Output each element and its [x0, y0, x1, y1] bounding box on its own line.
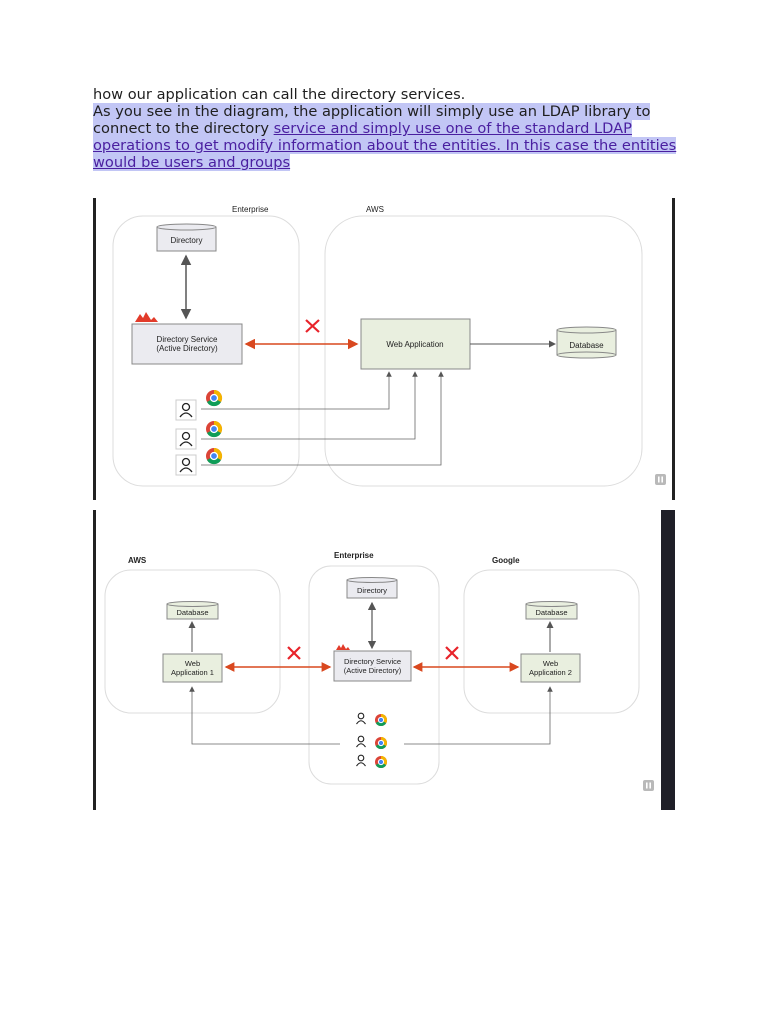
- ad-logo-icon: [135, 312, 158, 322]
- google-zone: [463, 569, 640, 714]
- user-row-1: [356, 712, 388, 727]
- diagram-screenshot-1: Enterprise AWS Directory Directory Servi…: [93, 198, 675, 500]
- chrome-icon: [375, 737, 388, 750]
- webapp1-label-1: Web: [185, 659, 200, 668]
- web-application-2-box: Web Application 2: [520, 653, 581, 683]
- directory-service-box: Directory Service (Active Directory): [333, 650, 412, 682]
- aws-zone: [104, 569, 281, 714]
- ds-label-1: Directory Service: [157, 335, 218, 344]
- left-database-label: Database: [176, 608, 208, 617]
- right-database-label: Database: [535, 608, 567, 617]
- intro-line: how our application can call the directo…: [93, 86, 466, 103]
- enterprise-label: Enterprise: [334, 551, 374, 560]
- aws-label: AWS: [366, 205, 384, 214]
- user-icon: [357, 712, 365, 720]
- webapp2-label-1: Web: [543, 659, 558, 668]
- enterprise-zone: [308, 565, 440, 785]
- web-application-box: Web Application: [360, 318, 471, 370]
- ds-label-2: (Active Directory): [344, 666, 402, 675]
- directory-db: Directory: [346, 577, 398, 599]
- directory-label: Directory: [170, 236, 202, 245]
- user1-connector: [201, 371, 392, 410]
- user3-connector: [201, 371, 444, 466]
- webapp1-label-2: Application 1: [171, 668, 214, 677]
- user-icon: [357, 735, 365, 743]
- ad-logo-icon: [336, 644, 350, 650]
- blocked-cross-icon-right: [445, 646, 459, 660]
- left-edge-bar: [93, 198, 96, 500]
- enterprise-zone: [112, 215, 300, 487]
- user2-connector: [201, 371, 418, 440]
- chrome-icon: [206, 420, 223, 438]
- users-to-webapp1: [189, 686, 340, 745]
- paragraph: As you see in the diagram, the applicati…: [93, 103, 683, 171]
- web-application-1-box: Web Application 1: [162, 653, 223, 683]
- user-icon: [181, 457, 191, 467]
- user-icon: [357, 754, 365, 762]
- chrome-icon: [375, 714, 388, 727]
- right-dark-bar: [661, 510, 675, 810]
- chrome-icon: [206, 389, 223, 407]
- user-icon: [181, 402, 191, 412]
- aws-zone: [324, 215, 643, 487]
- user-row-3: [356, 754, 388, 769]
- video-control-icon[interactable]: [643, 780, 654, 791]
- video-control-icon[interactable]: [655, 474, 666, 485]
- directory-service-box: Directory Service (Active Directory): [131, 323, 243, 365]
- blocked-cross-icon-left: [287, 646, 301, 660]
- database-db: Database: [556, 326, 617, 359]
- document-text: how our application can call the directo…: [93, 86, 683, 171]
- diagram-screenshot-2: AWS Enterprise Google Database Web Appli…: [93, 510, 675, 810]
- left-edge-bar: [93, 510, 96, 810]
- users-to-webapp2: [404, 686, 553, 745]
- database-label: Database: [569, 341, 604, 350]
- web-app-label: Web Application: [386, 340, 443, 349]
- ds-label-2: (Active Directory): [156, 344, 218, 353]
- google-label: Google: [492, 556, 520, 565]
- blocked-cross-icon: [305, 319, 320, 333]
- user-icon: [181, 431, 191, 441]
- right-database-db: Database: [525, 601, 578, 620]
- right-edge-bar: [672, 198, 675, 500]
- directory-label: Directory: [357, 586, 387, 595]
- user-row-1: [175, 389, 223, 421]
- webapp2-label-2: Application 2: [529, 668, 572, 677]
- user-row-2: [175, 420, 223, 450]
- chrome-icon: [375, 756, 388, 769]
- user-row-3: [175, 447, 223, 476]
- aws-label: AWS: [128, 556, 147, 565]
- chrome-icon: [206, 447, 223, 465]
- ds-label-1: Directory Service: [344, 657, 401, 666]
- directory-db: Directory: [156, 223, 217, 252]
- left-database-db: Database: [166, 601, 219, 620]
- enterprise-label: Enterprise: [232, 205, 269, 214]
- user-row-2: [356, 735, 388, 750]
